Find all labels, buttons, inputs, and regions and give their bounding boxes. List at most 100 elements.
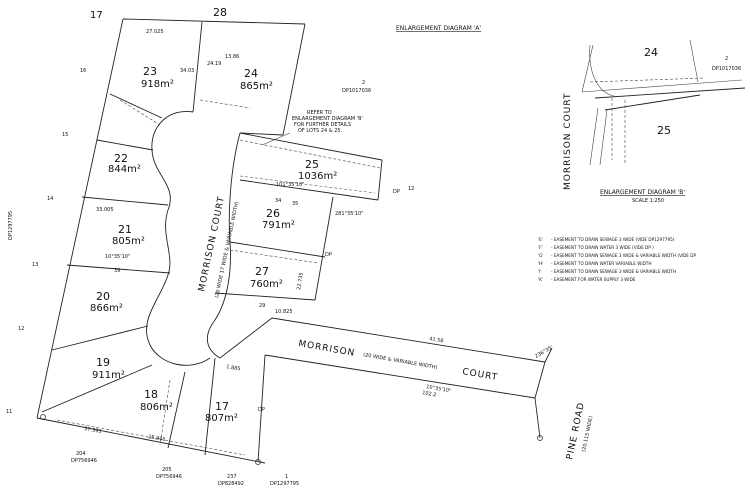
refer-note-line-4: OF LOTS 24 & 25. xyxy=(298,128,343,134)
lot-22-number: 22 xyxy=(114,152,128,165)
lot-20-number: 20 xyxy=(96,290,110,303)
lot-18-number: 18 xyxy=(144,388,158,401)
survey-mark xyxy=(255,459,261,465)
dp-ref-205: DP756946 xyxy=(156,474,182,480)
adjoining-lot-14: 14 xyxy=(47,196,53,202)
dim-label: 22.735 xyxy=(296,272,305,290)
adjoining-lot-16: 16 xyxy=(80,68,86,74)
adjoining-lot-12-east: 12 xyxy=(408,186,414,192)
lot-26-number: 26 xyxy=(266,207,280,220)
lot-2-label: 2 xyxy=(362,80,365,86)
easements xyxy=(56,99,381,456)
dim-label: 41.58 xyxy=(429,336,444,344)
adjoining-lot-11: 11 xyxy=(6,409,12,415)
easement-legend: 'E' - EASEMENT TO DRAIN SEWAGE 3 WIDE (V… xyxy=(538,237,696,282)
dp-ref-237: DP828492 xyxy=(218,481,244,487)
bottom-lot-237: 237 xyxy=(227,474,237,480)
survey-mark xyxy=(40,414,46,420)
legend-symbol: 'K' xyxy=(538,277,543,282)
lot-25-area: 1036m² xyxy=(298,171,337,182)
lot-boundaries xyxy=(36,18,553,464)
lot-19-area: 911m² xyxy=(92,370,125,381)
refer-note-line-1: REFER TO xyxy=(307,110,332,116)
lot-25-number: 25 xyxy=(305,158,319,171)
dim-label: 27.025 xyxy=(146,29,164,35)
lot-23-area: 918m² xyxy=(141,79,174,90)
morrison-court-horizontal-width: (20 WIDE & VARIABLE WIDTH) xyxy=(363,352,438,371)
refer-note: REFER TO ENLARGEMENT DIAGRAM 'B' FOR FUR… xyxy=(261,110,363,146)
dp-label-1: DP xyxy=(393,189,400,195)
legend-symbol: 'F' xyxy=(538,245,543,250)
lot-21-number: 21 xyxy=(118,223,132,236)
lot-24-number: 24 xyxy=(244,67,258,80)
bottom-lot-204: 204 xyxy=(76,451,86,457)
road-labels: MORRISON COURT (20 WIDE 17 WIDE & VARIAB… xyxy=(197,195,594,460)
dim-label: 37.395 xyxy=(84,426,102,435)
dp-ref-1: DP1297795 xyxy=(270,481,299,487)
dim-label: 1.885 xyxy=(226,364,241,372)
adjoining-lot-15: 15 xyxy=(62,132,68,138)
dim-label: 10°35'10" xyxy=(426,384,452,394)
lot-21-area: 805m² xyxy=(112,236,145,247)
dimensions: 27.025 33.005 13.86 24.19 34.03 10°35'10… xyxy=(84,29,554,443)
adjoining-lots: 17 28 16 15 14 13 12 11 12 xyxy=(6,6,414,415)
enlargement-b-heading: ENLARGEMENT DIAGRAM 'B' xyxy=(600,189,685,196)
legend-text: - EASEMENT TO DRAIN SEWAGE 3 WIDE (VIDE … xyxy=(551,237,675,242)
dim-label: 29 xyxy=(259,303,265,309)
refer-note-line-3: FOR FURTHER DETAILS xyxy=(294,122,351,128)
enlargement-a-lot-2: 2 xyxy=(725,56,728,62)
lot-18-area: 806m² xyxy=(140,402,173,413)
dp-references: DP1017036 2 DP1297795 DP756946 DP756946 … xyxy=(8,80,400,487)
lot-20-area: 866m² xyxy=(90,303,123,314)
court-word-label: COURT xyxy=(461,367,498,383)
lot-24-area: 865m² xyxy=(240,81,273,92)
survey-marks xyxy=(40,414,543,465)
dim-label: 35 xyxy=(292,201,298,207)
enlargement-diagram-b: ENLARGEMENT DIAGRAM 'B' SCALE 1:250 xyxy=(600,189,685,204)
legend-text: - EASEMENT TO DRAIN WATER 3 WIDE (VIDE D… xyxy=(551,245,654,250)
enlargement-a-road: MORRISON COURT xyxy=(563,93,573,190)
dim-label: 281°35'10" xyxy=(335,211,363,217)
bottom-lot-1: 1 xyxy=(285,474,288,480)
dim-label: 33.005 xyxy=(96,207,114,213)
lot-17-number: 17 xyxy=(215,400,229,413)
legend-symbol: 'G' xyxy=(538,253,544,258)
legend-symbol: 'E' xyxy=(538,237,543,242)
lot-23-number: 23 xyxy=(143,65,157,78)
legend-symbol: 'I' xyxy=(538,269,542,274)
lot-22-area: 844m² xyxy=(108,164,141,175)
dp-label-3: DP xyxy=(258,407,265,413)
dp-ref-204: DP756946 xyxy=(71,458,97,464)
dim-label: 24.19 xyxy=(207,61,221,67)
dim-label: 101°35'10" xyxy=(276,182,304,188)
lot-labels: 23 918m² 24 865m² 22 844m² 25 1036m² 26 … xyxy=(90,65,337,424)
adjoining-lot-17: 17 xyxy=(90,10,103,21)
enlargement-diagram-a: ENLARGEMENT DIAGRAM 'A' 24 25 2 DP101703… xyxy=(396,25,746,190)
dim-label: 10.825 xyxy=(275,309,293,315)
adjoining-lot-13: 13 xyxy=(32,262,38,268)
cul-de-sac xyxy=(146,110,273,366)
legend-text: - EASEMENT TO DRAIN WATER VARIABLE WIDTH xyxy=(551,261,652,266)
dp-label-2: DP xyxy=(325,252,332,258)
enlargement-a-dp-ref: DP1017036 xyxy=(712,66,741,72)
enlargement-a-lot-24: 24 xyxy=(644,46,658,59)
bottom-lot-205: 205 xyxy=(162,467,172,473)
enlargement-b-scale: SCALE 1:250 xyxy=(632,198,664,204)
dp-ref-west: DP1297795 xyxy=(8,211,14,240)
dim-label: 25.965 xyxy=(148,434,166,443)
legend-text: - EASEMENT TO DRAIN SEWAGE 3 WIDE & VARI… xyxy=(551,269,676,274)
dim-label: 236°35' xyxy=(534,345,554,360)
adjoining-lot-28: 28 xyxy=(213,6,227,19)
lot-26-area: 791m² xyxy=(262,220,295,231)
enlargement-a-lot-25: 25 xyxy=(657,124,671,137)
lot-27-area: 760m² xyxy=(250,279,283,290)
adjoining-lot-12-west: 12 xyxy=(18,326,24,332)
morrison-court-horizontal-label: MORRISON xyxy=(297,339,355,359)
refer-note-line-2: ENLARGEMENT DIAGRAM 'B' xyxy=(292,116,363,122)
survey-mark xyxy=(537,435,543,441)
dp-ref-lot2: DP1017036 xyxy=(342,88,371,94)
dim-label: 39 xyxy=(114,268,120,274)
lot-17-area: 807m² xyxy=(205,413,238,424)
dim-label: 34.03 xyxy=(180,68,194,74)
